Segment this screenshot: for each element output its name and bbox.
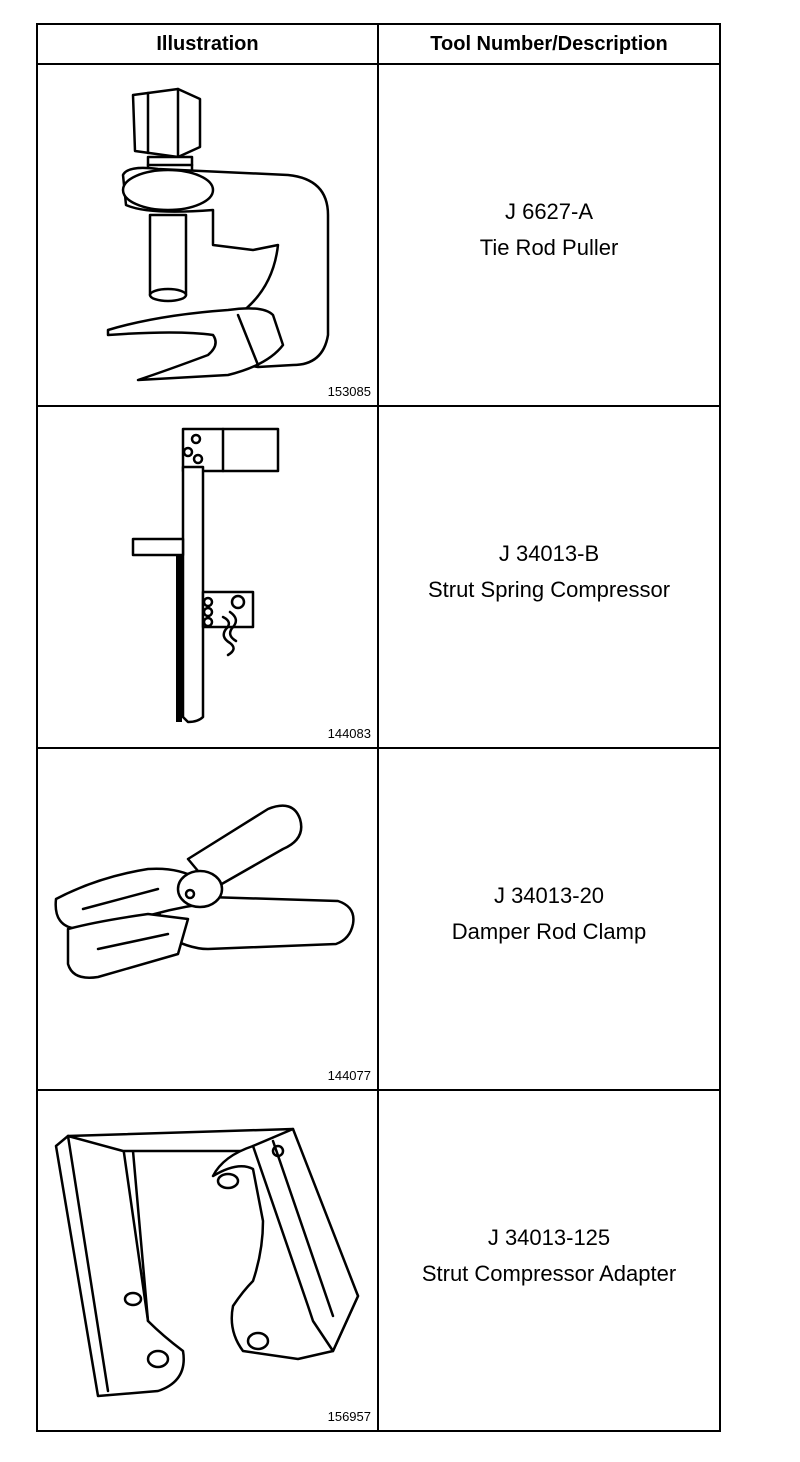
illustration-cell: 153085 [38,65,379,405]
figure-number: 144077 [327,1068,371,1083]
illustration-cell: 156957 [38,1091,379,1430]
description-cell: J 34013-125 Strut Compressor Adapter [379,1091,719,1430]
strut-spring-compressor-icon [131,427,280,724]
damper-rod-clamp-icon [54,804,355,979]
header-illustration: Illustration [38,25,379,63]
header-tool-description: Tool Number/Description [430,32,668,55]
strut-compressor-adapter-icon [54,1127,360,1398]
table-header: Illustration Tool Number/Description [38,25,719,65]
tool-description: Damper Rod Clamp [451,919,647,944]
table-row: 156957 J 34013-125 Strut Compressor Adap… [38,1091,719,1430]
description-cell: J 34013-20 Damper Rod Clamp [379,749,719,1089]
tool-number: J 34013-20 [493,883,605,908]
tool-table: Illustration Tool Number/Description [36,23,721,1432]
tool-number: J 6627-A [504,199,594,224]
figure-number: 144083 [327,726,371,741]
tie-rod-puller-icon [106,87,330,382]
figure-number: 156957 [327,1409,371,1424]
figure-number: 153085 [327,384,371,399]
tool-number: J 34013-B [498,541,600,566]
table-row: 153085 J 6627-A Tie Rod Puller [38,65,719,407]
description-cell: J 6627-A Tie Rod Puller [379,65,719,405]
description-cell: J 34013-B Strut Spring Compressor [379,407,719,747]
tool-number: J 34013-125 [487,1224,611,1250]
illustration-cell: 144083 [38,407,379,747]
tool-description: Strut Compressor Adapter [421,1260,677,1286]
tool-description: Strut Spring Compressor [427,577,671,602]
table-row: 144077 J 34013-20 Damper Rod Clamp [38,749,719,1091]
illustration-cell: 144077 [38,749,379,1089]
tool-description: Tie Rod Puller [479,235,619,260]
table-row: 144083 J 34013-B Strut Spring Compressor [38,407,719,749]
